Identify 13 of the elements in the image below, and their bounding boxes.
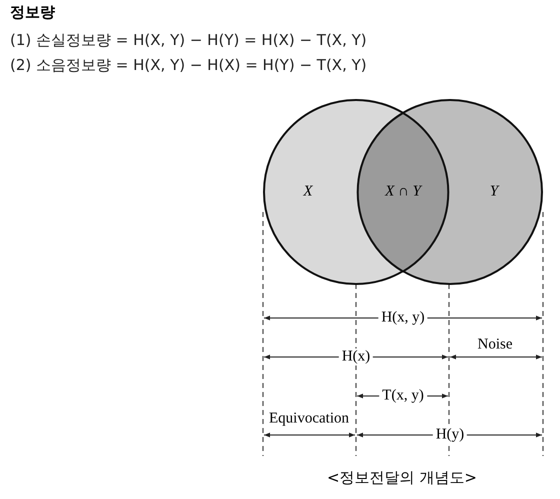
set-label: X ∩ Y [385,183,421,200]
dimension-label: Equivocation [268,410,350,428]
formula-text: (1) 손실정보량 = H(X, Y) − H(Y) = H(X) − T(X, Y) [10,31,367,50]
dimension-label: T(x, y) [379,388,427,404]
formula-text: (2) 소음정보량 = H(X, Y) − H(X) = H(Y) − T(X, Y) [10,56,367,75]
dimension-label: Noise [476,336,514,354]
dimension-label: H(x) [338,348,374,366]
dimension-label: H(y) [432,426,468,444]
set-label: Y [490,184,498,200]
dimension-label: H(x, y) [378,310,428,326]
title: 정보량 [10,3,55,22]
caption: <정보전달의 개념도> [327,468,477,488]
set-label: X [303,184,313,200]
